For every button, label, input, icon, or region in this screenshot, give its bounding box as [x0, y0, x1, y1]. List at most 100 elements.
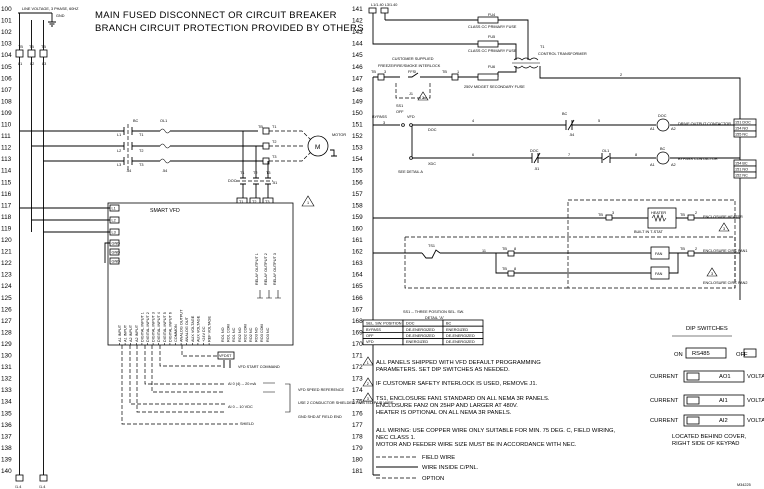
- relay-terminal-label: RO1 NC: [232, 327, 236, 342]
- freeze-label: FREEZE/FIRE/SMOKE INTERLOCK: [378, 64, 441, 68]
- right-rung-number: 148: [352, 87, 363, 94]
- detail-cell-text: BYPASS: [366, 328, 381, 332]
- motor-ground-icon: [330, 149, 337, 157]
- left-rung-number: 101: [1, 18, 12, 25]
- left-rung-number: 120: [1, 237, 12, 244]
- left-rung-number: 100: [1, 6, 12, 13]
- dip-switch[interactable]: [683, 414, 745, 427]
- enc-fan2-label: ENCLOSURE CIRC FAN2: [703, 281, 748, 285]
- fan2-8: 8: [514, 267, 516, 271]
- vfd-terminal: [109, 248, 120, 256]
- relay-terminal-label: RO2 NC: [249, 327, 253, 342]
- vfd-io-label: ANALOG OUT: [185, 316, 189, 342]
- vfd-out-t1: T1: [239, 200, 243, 204]
- vfd-io-label: DIGITAL INPUT 2: [146, 312, 150, 342]
- motor-symbol: M: [315, 144, 320, 151]
- enc-heater-label: ENCLOSURE HEATER: [703, 215, 743, 219]
- wire-2-label: 2: [620, 73, 622, 77]
- note-line: NEC CLASS 1.: [376, 435, 416, 441]
- note-triangle-icon: [362, 392, 374, 402]
- right-rung-number: 179: [352, 445, 363, 452]
- vfd-io-label: REF VOLTAGE: [208, 316, 212, 342]
- fu4-wire: [385, 19, 529, 60]
- left-rung-number: 130: [1, 353, 12, 360]
- contact-table-text: 151 DOC: [735, 121, 751, 125]
- bc-l2-label: L2: [117, 149, 121, 153]
- right-rung-number: 174: [352, 387, 363, 394]
- tb1-term: [451, 73, 459, 81]
- tb-147-1: 1: [457, 70, 459, 74]
- right-rung-number: 178: [352, 433, 363, 440]
- left-rung-number: 107: [1, 87, 12, 94]
- rs485-on-label: ON: [674, 352, 683, 358]
- bc-contacts-icon: [123, 127, 133, 165]
- j1-jumper: [395, 83, 431, 99]
- control-section: L1/1.40 L3/1.40 FU4 CLASS CC PRIMARY FUS…: [362, 3, 764, 487]
- right-rung-number: 181: [352, 468, 363, 475]
- t1-desc: CONTROL TRANSFORMER: [538, 52, 587, 56]
- fu4-fuse-icon: [477, 16, 499, 24]
- detail-cell-text: DE-ENERGIZED: [406, 328, 435, 332]
- vfd-terminal: [109, 257, 120, 265]
- motor-icon: [307, 135, 329, 157]
- left-rung-number: 104: [1, 52, 12, 59]
- fan2-term: [507, 270, 515, 277]
- note-3-triangle-fan-icon: [706, 267, 718, 277]
- drive-out-label: DRIVE OUTPUT CONTACTOR: [678, 122, 731, 126]
- bottom-l3-label: /1.4: [39, 485, 45, 489]
- left-rung-number: 112: [1, 145, 12, 152]
- left-rung-number: 116: [1, 191, 12, 198]
- vfd-io-label: A2 INPUT: [129, 324, 133, 342]
- notes-block: ALL PANELS SHIPPED WITH VFD DEFAULT PROG…: [362, 356, 615, 448]
- relay-output-label: RELAY OUTPUT 1: [255, 253, 259, 285]
- note-line: MOTOR AND FEEDER WIRE SIZE MUST BE IN AC…: [376, 442, 577, 448]
- ol1-nc-contact-icon: [601, 153, 611, 163]
- vfd-io-label: A2 INPUT: [135, 324, 139, 342]
- note-triangle-icon: [362, 377, 374, 387]
- start-cmd-label: VFD START COMMAND: [238, 365, 280, 369]
- vfd-out-t2: T2: [252, 200, 256, 204]
- shield-bracket: [285, 383, 291, 413]
- bc-t2-label: T2: [139, 149, 143, 153]
- control-top-label: L1/1.40 L3/1.40: [371, 3, 397, 7]
- bc-t1-label: T1: [139, 133, 143, 137]
- dip-switch-knob: [686, 396, 700, 405]
- bypass-contactor-label: BYPASS CONTACTOR: [678, 157, 718, 161]
- vfd-io-label: +24V DC: [202, 326, 206, 342]
- dip-left-label: CURRENT: [650, 374, 679, 380]
- power-section: LINE VOLTAGE, 3 PHASE, 60HZ GND TB TB TB…: [15, 7, 394, 489]
- left-rung-number: 103: [1, 41, 12, 48]
- right-rung-numbers: 1411421431441451461471481491501511521531…: [352, 6, 363, 475]
- ss1-contact-a-icon: [401, 123, 405, 127]
- left-rung-number: 111: [1, 133, 11, 140]
- rs485-off-indicator: [743, 348, 757, 358]
- heater-desc: BUILT IN T-STAT: [634, 230, 663, 234]
- drawing-number: M34225: [737, 483, 751, 487]
- doc-coil-icon: [656, 118, 670, 132]
- rs485-switch[interactable]: [685, 347, 727, 359]
- doc-154-label: DOC: [530, 149, 539, 153]
- heater-element-icon: [651, 214, 667, 222]
- vfd-io-label: DIGITAL INPUT 1: [140, 312, 144, 342]
- right-rung-number: 175: [352, 399, 363, 406]
- bc-coil-label: BC: [660, 147, 666, 151]
- interlock-wire: [373, 72, 499, 78]
- tb-motor-t3: T3: [272, 155, 276, 159]
- right-rung-number: 172: [352, 364, 363, 371]
- fan1-term: [507, 250, 515, 257]
- dip-switch[interactable]: [683, 370, 745, 383]
- left-rung-number: 140: [1, 468, 12, 475]
- right-rung-number: 160: [352, 225, 363, 232]
- doc-wires-top: [242, 131, 269, 178]
- contact-table-text: 155 NC: [735, 133, 748, 137]
- legend-label: WIRE INSIDE C/PNL.: [422, 465, 479, 471]
- note-number: 2: [367, 382, 369, 386]
- left-rung-number: 119: [1, 225, 12, 232]
- fan1-2: 2: [695, 247, 697, 251]
- ss1-off: OFF: [396, 110, 404, 114]
- ss1-bypass: BYPASS: [372, 115, 387, 119]
- right-rung-number: 143: [352, 29, 363, 36]
- wire-8-label: 8: [635, 153, 637, 157]
- dip-switch[interactable]: [683, 394, 745, 407]
